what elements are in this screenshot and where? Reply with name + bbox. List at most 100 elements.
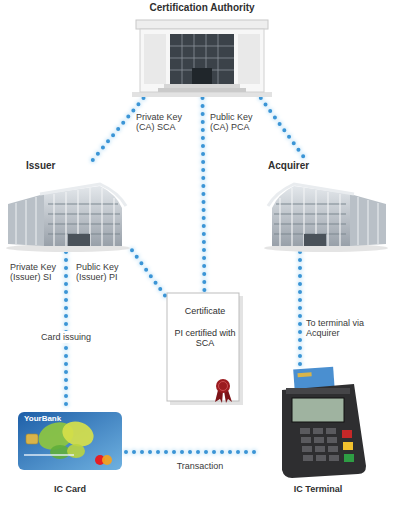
art-detail (219, 382, 228, 391)
key-label: Private Key (CA) SCA (136, 112, 194, 133)
art-detail (50, 445, 70, 459)
art-detail (101, 188, 102, 246)
art-detail (54, 188, 114, 246)
art-detail (343, 442, 353, 450)
art-detail (274, 223, 346, 224)
art-detail (327, 192, 328, 246)
art-detail (24, 454, 74, 456)
art-detail (102, 455, 112, 465)
art-detail (164, 84, 240, 88)
art-detail (300, 428, 310, 434)
art-detail (297, 372, 311, 377)
art-detail (280, 188, 340, 246)
issuer-node: Issuer (4, 160, 132, 252)
node-title: Certification Authority (128, 2, 276, 14)
edge-label: To terminal via Acquirer (306, 318, 368, 339)
art-detail (314, 437, 324, 443)
dotted-connector (261, 98, 306, 160)
node-title: IC Terminal (262, 484, 374, 494)
art-detail (26, 434, 38, 444)
node-title: Certificate (170, 306, 240, 316)
art-detail (358, 197, 378, 245)
art-detail (192, 68, 212, 84)
art-detail (339, 194, 340, 246)
key-label: Public Key (CA) PCA (210, 112, 268, 133)
art-detail (279, 198, 280, 246)
art-detail (274, 204, 346, 234)
art-detail (282, 384, 366, 478)
art-detail (272, 186, 350, 246)
art-detail (140, 29, 264, 92)
art-detail (16, 197, 36, 245)
art-detail (48, 223, 120, 224)
art-detail (350, 194, 386, 246)
art-detail (144, 34, 166, 84)
dotted-connector (298, 252, 302, 366)
art-detail (276, 203, 346, 204)
art-detail (316, 455, 326, 461)
art-detail (300, 428, 339, 461)
art-detail (315, 446, 325, 452)
art-detail (18, 412, 122, 470)
art-detail (326, 428, 336, 434)
certificate-node: Certificate PI certified with SCA (166, 292, 244, 406)
dotted-connector (93, 98, 144, 160)
terminal-node: IC Terminal (262, 366, 374, 500)
acquirer-node: Acquirer (262, 160, 390, 252)
art-detail (40, 184, 126, 206)
key-label: Private Key (Issuer) SI (10, 262, 62, 283)
art-detail (216, 379, 230, 393)
art-detail (170, 46, 234, 47)
art-detail (48, 204, 120, 234)
dotted-connector (203, 98, 205, 292)
node-body: PI certified with SCA (174, 328, 236, 349)
key-label: YourBank (24, 414, 84, 423)
art-detail (238, 34, 260, 84)
card-node: IC Card (14, 410, 126, 500)
art-detail (170, 58, 234, 59)
payment-terminal (262, 366, 374, 480)
art-detail (368, 200, 369, 245)
art-detail (286, 388, 350, 394)
node-title: Acquirer (268, 160, 378, 172)
art-detail (292, 398, 344, 422)
art-detail (303, 455, 313, 461)
art-detail (16, 203, 17, 244)
art-detail (378, 203, 379, 244)
edge-label: Card issuing (36, 331, 96, 343)
art-detail (68, 234, 90, 246)
art-detail (301, 437, 311, 443)
art-detail (313, 428, 323, 434)
key-label: Public Key (Issuer) PI (76, 262, 134, 283)
art-detail (170, 34, 234, 84)
art-detail (328, 446, 338, 452)
art-detail (344, 454, 354, 462)
art-detail (268, 184, 354, 206)
building-illustration (4, 174, 132, 252)
art-detail (342, 430, 352, 438)
art-detail (48, 213, 120, 214)
art-detail (158, 88, 246, 92)
dotted-connector (132, 250, 166, 297)
building-illustration (128, 16, 276, 98)
art-detail (53, 194, 54, 246)
art-detail (65, 192, 66, 246)
art-detail (218, 34, 219, 84)
art-detail (136, 20, 268, 29)
art-detail (26, 200, 27, 245)
art-detail (44, 186, 122, 246)
art-detail (48, 203, 118, 204)
edge-label: Transaction (160, 460, 240, 472)
art-detail (167, 293, 239, 401)
art-detail (358, 197, 359, 245)
art-detail (113, 198, 114, 246)
art-detail (327, 437, 337, 443)
art-detail (291, 188, 292, 246)
art-detail (264, 184, 388, 252)
art-detail (274, 213, 346, 214)
node-title: Issuer (26, 160, 126, 172)
dotted-connector (126, 450, 262, 454)
art-detail (302, 446, 312, 452)
authority-node: Certification Authority (128, 0, 276, 98)
